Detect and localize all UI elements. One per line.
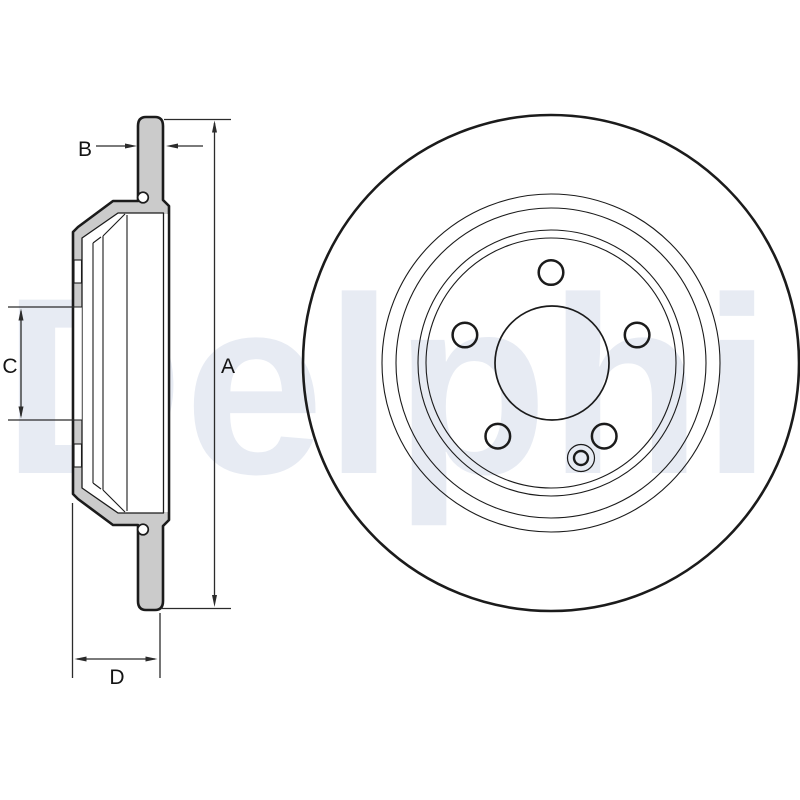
hub-face-outer bbox=[417, 229, 685, 497]
dim-c-extension-lines bbox=[8, 306, 74, 421]
bolt-hole-top bbox=[537, 258, 565, 287]
section-pin-hole-top bbox=[136, 191, 150, 204]
section-inner-face bbox=[81, 212, 165, 514]
bolt-hole-bottom-left bbox=[484, 422, 512, 450]
centre-bore bbox=[494, 305, 610, 421]
section-edge-gap bbox=[164, 214, 168, 512]
section-bolt-hole-bottom bbox=[73, 443, 83, 468]
dim-a-arrowhead-up bbox=[212, 120, 217, 133]
dim-a-label: A bbox=[221, 355, 235, 378]
dimension-c: C bbox=[2, 306, 74, 421]
section-edge-lines bbox=[92, 213, 128, 513]
hub-face-inner bbox=[425, 237, 677, 489]
dim-c-label: C bbox=[2, 355, 17, 378]
bolt-hole-bottom-right bbox=[590, 422, 618, 450]
dim-b-arrowhead-right bbox=[125, 143, 137, 149]
locating-pin-hole-inner bbox=[572, 449, 590, 467]
bolt-hole-right bbox=[623, 321, 651, 349]
front-view bbox=[301, 113, 800, 613]
bolt-hole-left bbox=[451, 321, 479, 349]
dim-d-label: D bbox=[109, 666, 124, 689]
section-centre-bore bbox=[74, 307, 82, 420]
dimension-d: D bbox=[71, 503, 161, 689]
friction-ring-outer bbox=[381, 193, 721, 533]
section-centre-bore-edges bbox=[74, 306, 82, 421]
friction-ring-inner bbox=[395, 207, 707, 519]
section-pin-hole-bottom bbox=[136, 523, 150, 536]
dimension-a: A bbox=[161, 118, 235, 610]
dim-d-arrowhead-left bbox=[74, 656, 87, 662]
dim-c-arrowhead-down bbox=[18, 406, 24, 419]
section-bolt-hole-top bbox=[73, 259, 83, 284]
dimension-b: B bbox=[78, 138, 203, 161]
disc-outer-edge bbox=[301, 113, 800, 613]
dim-b-label: B bbox=[78, 138, 92, 161]
cross-section-view bbox=[71, 115, 171, 612]
locating-pin-hole-outer bbox=[566, 443, 596, 473]
dim-a-extension-lines bbox=[161, 118, 231, 610]
dim-b-arrowhead-left bbox=[166, 143, 178, 149]
dim-d-arrowhead-right bbox=[145, 656, 158, 662]
dim-a-arrowhead-down bbox=[212, 595, 217, 607]
dim-c-arrowhead-up bbox=[18, 308, 24, 321]
dim-d-extension-lines bbox=[71, 503, 161, 678]
